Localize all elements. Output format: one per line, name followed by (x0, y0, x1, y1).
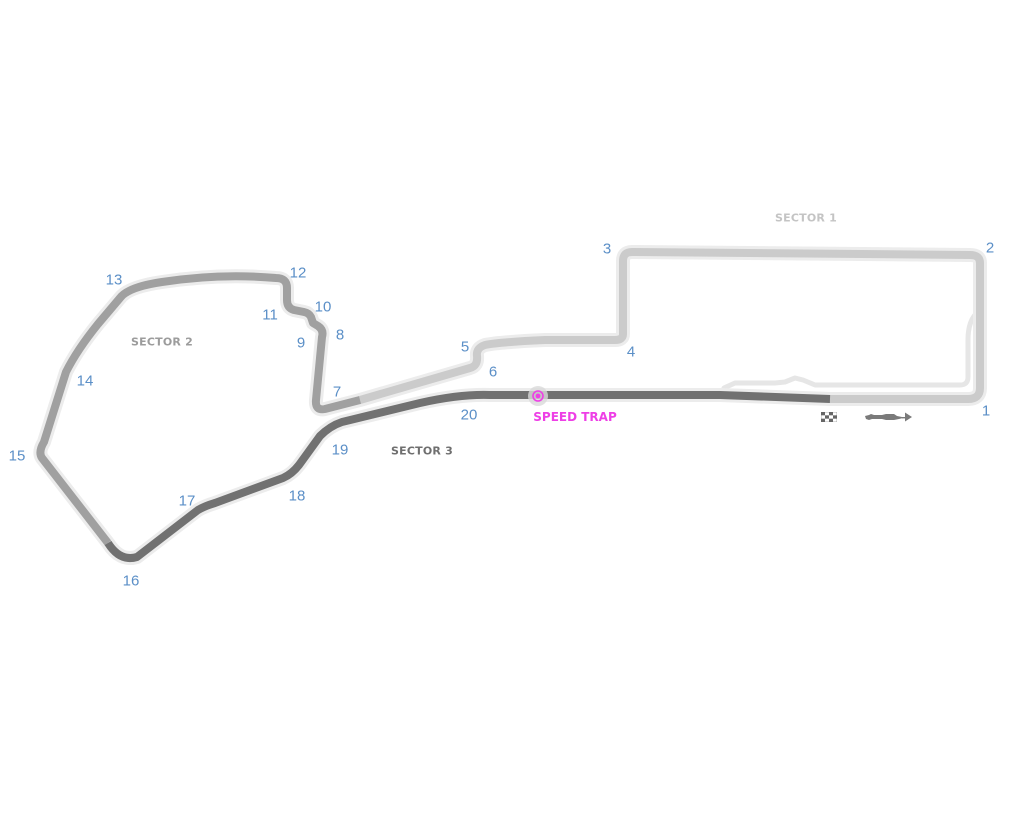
turn-7-label: 7 (332, 383, 342, 401)
turn-13-label: 13 (105, 271, 123, 289)
track-sector-1 (356, 248, 984, 404)
turn-14-label: 14 (76, 372, 94, 390)
turn-6-label: 6 (488, 363, 498, 381)
turn-4-label: 4 (626, 343, 636, 361)
pit-lane (721, 309, 981, 391)
track-sector-3 (104, 390, 831, 562)
turn-1-label: 1 (981, 402, 991, 420)
sector-3-label: SECTOR 3 (391, 444, 453, 458)
race-car-direction-icon (865, 412, 912, 422)
sector-1-label: SECTOR 1 (775, 211, 837, 225)
sector-2-label: SECTOR 2 (131, 335, 193, 349)
turn-17-label: 17 (178, 492, 196, 510)
turn-16-label: 16 (122, 572, 140, 590)
checkered-flag-icon (821, 412, 837, 422)
turn-18-label: 18 (288, 487, 306, 505)
turn-20-label: 20 (460, 406, 478, 424)
turn-3-label: 3 (602, 240, 612, 258)
turn-9-label: 9 (296, 334, 306, 352)
turn-19-label: 19 (331, 441, 349, 459)
turn-12-label: 12 (289, 264, 307, 282)
turn-5-label: 5 (460, 338, 470, 356)
turn-2-label: 2 (985, 239, 995, 257)
turn-8-label: 8 (335, 326, 345, 344)
speed-trap-label: SPEED TRAP (533, 410, 617, 424)
turn-15-label: 15 (8, 447, 26, 465)
turn-10-label: 10 (314, 298, 332, 316)
speed-trap-marker (528, 386, 548, 406)
track-outline (33, 245, 987, 565)
turn-11-label: 11 (262, 306, 278, 324)
track-sector-2 (36, 272, 361, 546)
